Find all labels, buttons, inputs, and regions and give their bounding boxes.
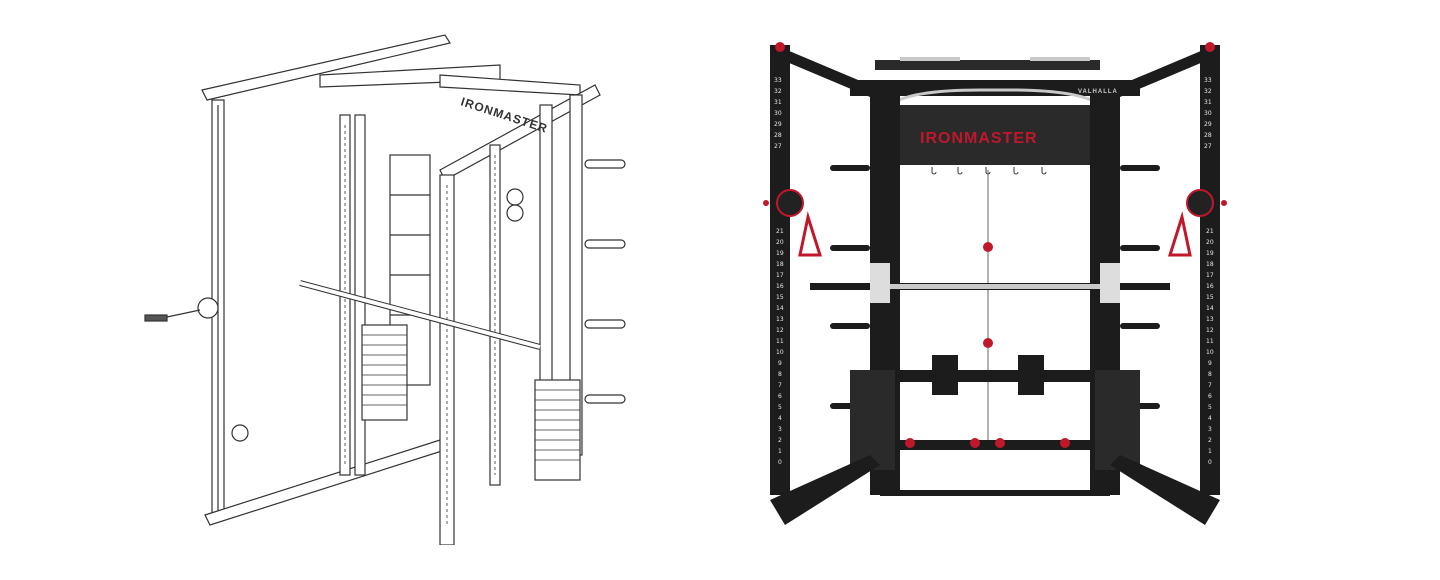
svg-text:11: 11 [1206,338,1214,345]
svg-text:30: 30 [1204,110,1212,117]
svg-text:18: 18 [776,261,784,268]
svg-text:21: 21 [1206,228,1214,235]
svg-text:1: 1 [1208,448,1212,455]
svg-text:11: 11 [776,338,784,345]
svg-text:31: 31 [1204,99,1212,106]
svg-text:18: 18 [1206,261,1214,268]
svg-text:7: 7 [778,382,782,389]
svg-text:1: 1 [778,448,782,455]
svg-text:27: 27 [1204,143,1212,150]
svg-text:21: 21 [776,228,784,235]
svg-text:0: 0 [1208,459,1212,466]
svg-text:12: 12 [1206,327,1214,334]
svg-text:9: 9 [778,360,782,367]
svg-text:28: 28 [1204,132,1212,139]
svg-text:13: 13 [1206,316,1214,323]
sketch-brand-text: IRONMASTER [459,95,550,136]
svg-text:6: 6 [1208,393,1212,400]
svg-text:17: 17 [1206,272,1214,279]
svg-text:31: 31 [774,99,782,106]
svg-text:4: 4 [1208,415,1212,422]
svg-text:3: 3 [778,426,782,433]
svg-text:5: 5 [778,404,782,411]
svg-text:4: 4 [778,415,782,422]
photo-brand-logo: IRONMASTER [920,130,1038,147]
svg-text:2: 2 [1208,437,1212,444]
svg-text:29: 29 [774,121,782,128]
svg-text:20: 20 [1206,239,1214,246]
svg-text:30: 30 [774,110,782,117]
svg-text:10: 10 [776,349,784,356]
svg-text:5: 5 [1208,404,1212,411]
svg-text:32: 32 [1204,88,1212,95]
product-photo: VALHALLA IRONMASTER [760,35,1230,535]
svg-text:19: 19 [776,250,784,257]
valhalla-label: VALHALLA [1078,89,1118,95]
svg-text:16: 16 [776,283,784,290]
svg-text:15: 15 [776,294,784,301]
svg-text:14: 14 [776,305,784,312]
svg-text:14: 14 [1206,305,1214,312]
svg-text:8: 8 [1208,371,1212,378]
svg-text:0: 0 [778,459,782,466]
svg-text:12: 12 [776,327,784,334]
svg-text:10: 10 [1206,349,1214,356]
svg-text:2: 2 [778,437,782,444]
svg-text:33: 33 [774,77,782,84]
svg-text:16: 16 [1206,283,1214,290]
svg-text:27: 27 [774,143,782,150]
line-drawing-illustration: IRONMASTER [140,25,640,545]
svg-text:7: 7 [1208,382,1212,389]
svg-text:15: 15 [1206,294,1214,301]
svg-text:3: 3 [1208,426,1212,433]
svg-text:17: 17 [776,272,784,279]
svg-text:28: 28 [774,132,782,139]
svg-text:6: 6 [778,393,782,400]
svg-text:8: 8 [778,371,782,378]
svg-text:13: 13 [776,316,784,323]
svg-text:33: 33 [1204,77,1212,84]
svg-text:32: 32 [774,88,782,95]
svg-text:9: 9 [1208,360,1212,367]
svg-text:20: 20 [776,239,784,246]
svg-text:19: 19 [1206,250,1214,257]
svg-text:29: 29 [1204,121,1212,128]
